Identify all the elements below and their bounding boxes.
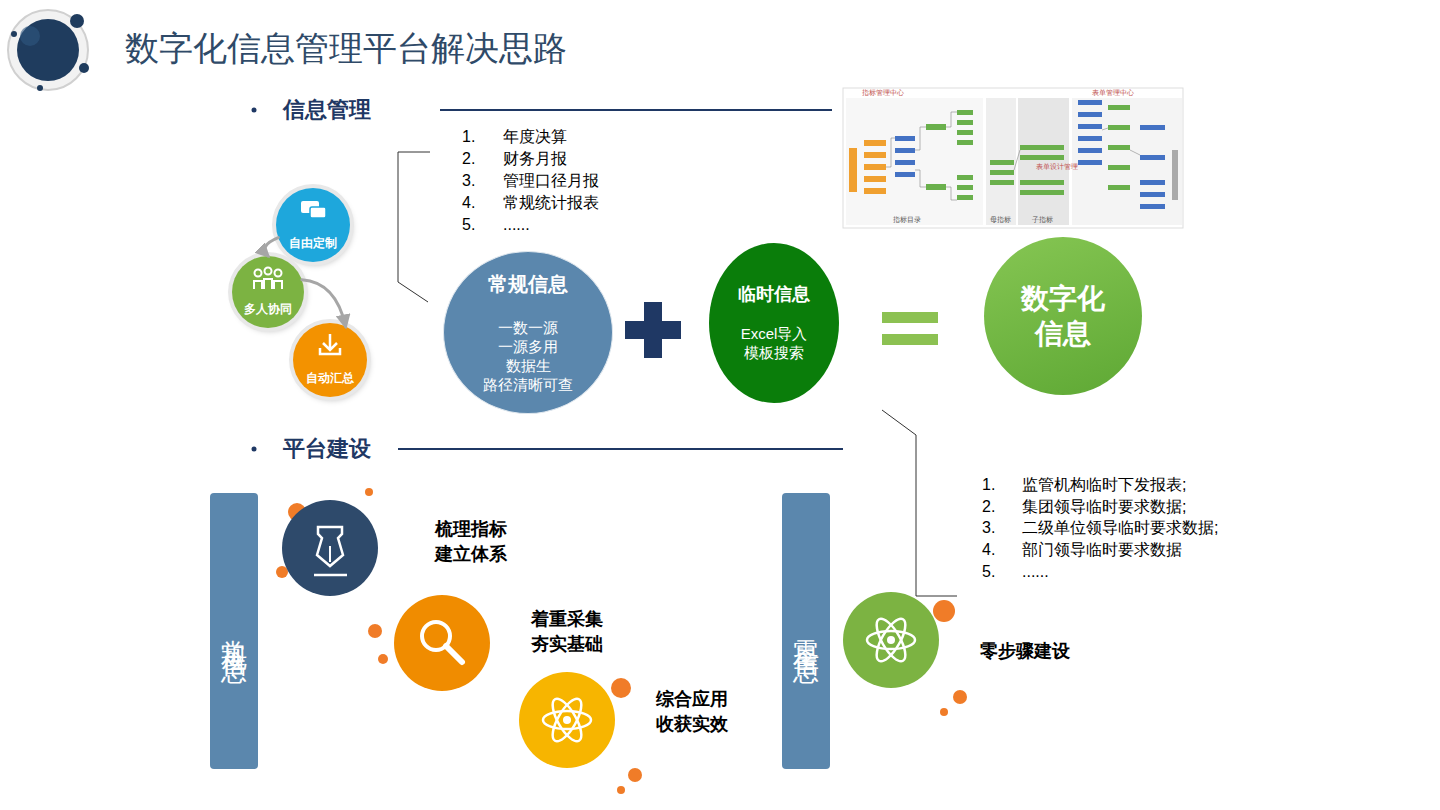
list-number: 2.: [462, 149, 475, 168]
section-rule: [440, 109, 832, 111]
download-icon: [320, 334, 340, 354]
logo: [8, 10, 89, 91]
list-number: 1.: [982, 475, 995, 494]
node-title: 临时信息: [738, 284, 810, 306]
list-number: 5.: [982, 562, 995, 581]
list-number: 4.: [982, 541, 995, 560]
list-item: 二级单位领导临时要求数据;: [1022, 519, 1218, 538]
section-heading: 信息管理: [283, 97, 371, 123]
category-band: 零星信息: [782, 493, 830, 769]
list-item: 部门领导临时要求数据: [1022, 541, 1182, 560]
node-title: 常规信息: [488, 272, 568, 296]
bracket: [398, 152, 430, 302]
equals-sign: [882, 312, 938, 345]
screenshot-text: 子指标: [1032, 216, 1053, 224]
step-label: 综合应用 收获实效: [656, 687, 736, 737]
leader-line: [882, 410, 957, 596]
node-title: 常规信息: [221, 619, 247, 643]
curved-arrow: [265, 238, 279, 256]
info-circle: 多人协同: [232, 256, 304, 328]
bullet: [252, 108, 257, 113]
list-number: 5.: [462, 215, 475, 234]
screenshot: [843, 88, 1183, 228]
node-body: 模板搜索: [744, 343, 804, 362]
list-number: 1.: [462, 127, 475, 146]
node-title: 自由定制: [289, 236, 337, 250]
list-item: 集团领导临时要求数据;: [1022, 497, 1186, 516]
node-body: 数据生: [506, 356, 551, 375]
info-circle: 常规信息一数一源一源多用数据生路径清晰可查: [443, 251, 613, 414]
section-rule: [398, 448, 843, 450]
curved-arrow: [302, 280, 346, 327]
screenshot-text: 母指标: [990, 216, 1011, 224]
pen-icon-circle: [282, 500, 378, 596]
search-icon-circle: [394, 595, 490, 691]
node-body: 一源多用: [498, 337, 558, 356]
list-item: ......: [503, 215, 530, 234]
category-band: 常规信息: [210, 493, 258, 769]
screenshot-text: 表单设计管理: [1036, 163, 1078, 171]
list-item: 财务月报: [503, 149, 567, 168]
info-circle: 自动汇总: [293, 323, 367, 397]
info-circle: 自由定制: [276, 188, 350, 262]
atom-icon-circle: [519, 672, 615, 768]
atom-icon-circle: [843, 592, 939, 688]
step-label: 着重采集 夯实基础: [531, 607, 611, 657]
node-body: 一数一源: [498, 318, 558, 337]
list-item: 年度决算: [503, 127, 567, 146]
node-title: 数字化 信息: [1013, 281, 1113, 351]
plus-sign: [625, 302, 681, 358]
bullet: [252, 447, 257, 452]
info-circle: 临时信息 Excel导入模板搜索: [709, 243, 839, 403]
step-label: 梳理指标 建立体系: [435, 517, 515, 567]
list-item: 管理口径月报: [503, 171, 599, 190]
node-title: 多人协同: [244, 302, 292, 316]
list-number: 4.: [462, 193, 475, 212]
list-number: 2.: [982, 497, 995, 516]
node-body: 路径清晰可查: [483, 375, 573, 394]
list-number: 3.: [982, 519, 995, 538]
info-circle: 数字化 信息: [984, 237, 1142, 395]
chat-icon: [301, 201, 326, 218]
list-item: 常规统计报表: [503, 193, 599, 212]
screenshot-text: 表单管理中心: [1092, 89, 1134, 97]
section-heading: 平台建设: [283, 436, 371, 462]
node-body: Excel导入: [741, 324, 808, 343]
list-item: ......: [1022, 562, 1049, 581]
node-title: 自动汇总: [306, 371, 354, 385]
screenshot-text: 指标管理中心: [862, 89, 904, 97]
screenshot-text: 指标目录: [893, 216, 921, 224]
slide-title: 数字化信息管理平台解决思路: [125, 28, 567, 69]
people-icon: [254, 268, 282, 290]
step-label: 零步骤建设: [980, 641, 1070, 663]
list-number: 3.: [462, 171, 475, 190]
decor-dots: [276, 488, 967, 794]
node-title: 零星信息: [793, 619, 819, 643]
list-item: 监管机构临时下发报表;: [1022, 475, 1186, 494]
